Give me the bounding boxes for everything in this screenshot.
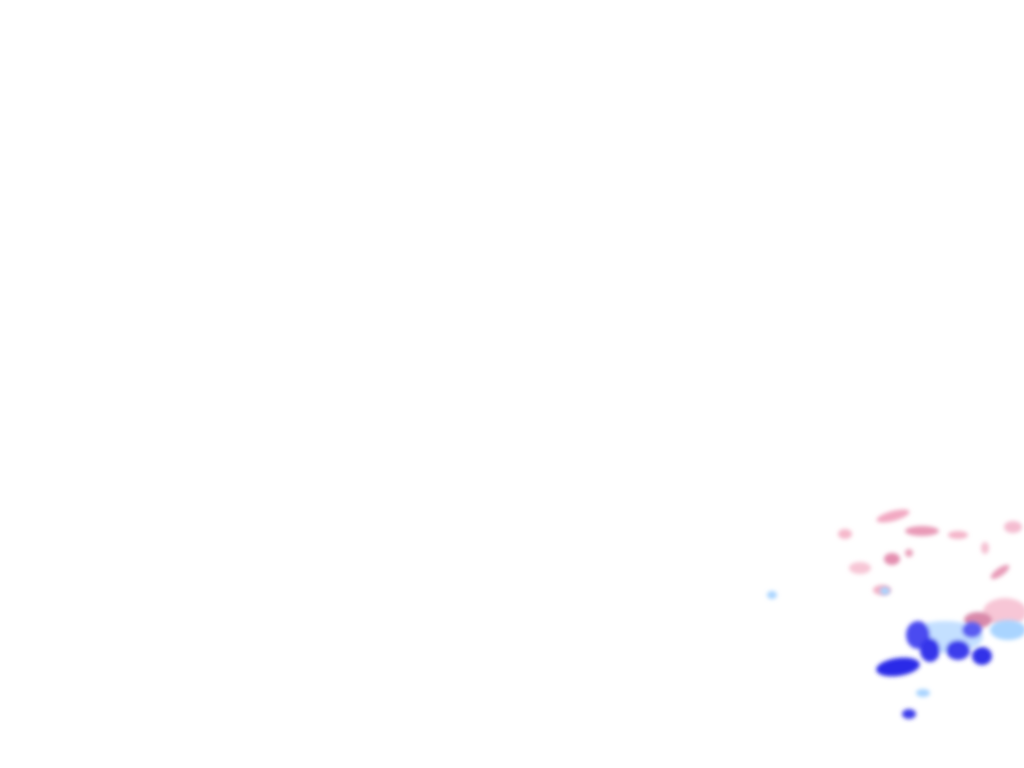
snow-cell [838,529,852,539]
rain-cell [990,620,1024,640]
snow-cell [990,564,1010,580]
snow-cell [1004,521,1022,533]
rain-cell [880,587,890,595]
rain-cell [920,638,940,662]
snow-cell [983,598,1024,626]
snow-cell [905,526,939,536]
rain-cells [767,587,1024,719]
rain-cell [962,622,982,638]
rain-cell [876,657,920,677]
snow-cell [876,509,910,523]
rain-cell [916,689,930,697]
snow-cell [948,531,968,539]
rain-cell [946,640,970,660]
snow-cell [849,562,871,574]
snow-cell [981,542,989,554]
snow-cells [838,509,1024,628]
snow-cell [884,553,900,565]
rain-cell [767,591,777,599]
rain-cell [902,709,916,719]
snow-cell [905,549,913,557]
rain-cell [972,647,992,665]
